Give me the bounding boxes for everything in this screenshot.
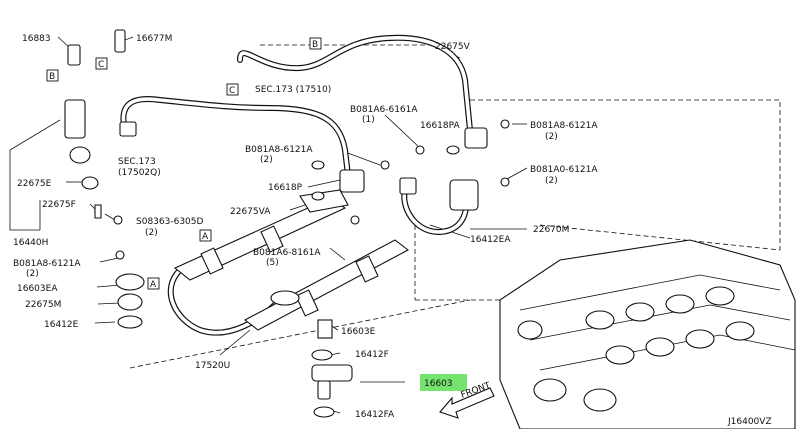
callout-label: 16412EA	[470, 235, 511, 245]
callout-label: 16412E	[44, 320, 79, 330]
callout-label: 22675F	[42, 200, 76, 210]
callout-label: 16883	[22, 34, 51, 44]
diagram-code: J16400VZ	[727, 417, 772, 427]
ref-box-2: C	[95, 57, 108, 70]
callout-label: (2)	[545, 132, 558, 142]
callout-label: (2)	[26, 269, 39, 279]
svg-text:A: A	[150, 280, 157, 290]
callout-label: 16618PA	[420, 121, 460, 131]
selected-part-highlight	[420, 374, 467, 391]
callout-label: 22675E	[17, 179, 52, 189]
ref-box-4: C	[226, 83, 239, 96]
svg-text:B: B	[49, 72, 55, 82]
callout-labels: 16883 16677M 22675V SEC.173 (17510) B081…	[13, 34, 598, 420]
callout-label: 22675VA	[230, 207, 271, 217]
ref-box-1: B	[46, 69, 59, 82]
callout-label: 16412FA	[355, 410, 395, 420]
callout-label: B081A8-6121A	[13, 259, 81, 269]
callout-label: 22670M	[533, 225, 569, 235]
callout-label: (2)	[545, 176, 558, 186]
svg-text:C: C	[229, 86, 235, 96]
ref-box-5: A	[199, 229, 212, 242]
callout-label: 22675M	[25, 300, 61, 310]
callout-label: B081A8-6121A	[530, 121, 598, 131]
ref-box-3: B	[309, 37, 322, 50]
callout-label: (2)	[145, 228, 158, 238]
callout-label: (5)	[266, 258, 279, 268]
callout-label: (1)	[362, 115, 375, 125]
callout-label: S08363-6305D	[136, 217, 203, 227]
callout-label: (17502Q)	[118, 168, 161, 178]
callout-label: SEC.173 (17510)	[255, 85, 331, 95]
callout-label: 16412F	[355, 350, 389, 360]
ref-box-6: A	[147, 277, 160, 290]
callout-label: 16677M	[136, 34, 172, 44]
callout-label: B081A8-6121A	[245, 145, 313, 155]
svg-text:A: A	[202, 232, 209, 242]
callout-label: B081A6-6161A	[350, 105, 418, 115]
svg-text:C: C	[98, 60, 104, 70]
callout-label: 16440H	[13, 238, 48, 248]
callout-label: (2)	[260, 155, 273, 165]
callout-label: 17520U	[195, 361, 230, 371]
engine-block	[499, 239, 796, 429]
callout-label: 16603EA	[17, 284, 58, 294]
svg-text:B: B	[312, 40, 318, 50]
fuel-rails	[173, 189, 410, 339]
callout-label: B081A0-6121A	[530, 165, 598, 175]
callout-label: 16603	[424, 379, 453, 389]
callout-label: 22675V	[435, 42, 471, 52]
callout-label: 16603E	[341, 327, 376, 337]
callout-label: 16618P	[268, 183, 303, 193]
hardware-parts	[64, 29, 510, 418]
assembly-boundary-lines	[129, 44, 781, 369]
callout-label: SEC.173	[118, 157, 156, 167]
callout-label: B081A6-8161A	[253, 248, 321, 258]
